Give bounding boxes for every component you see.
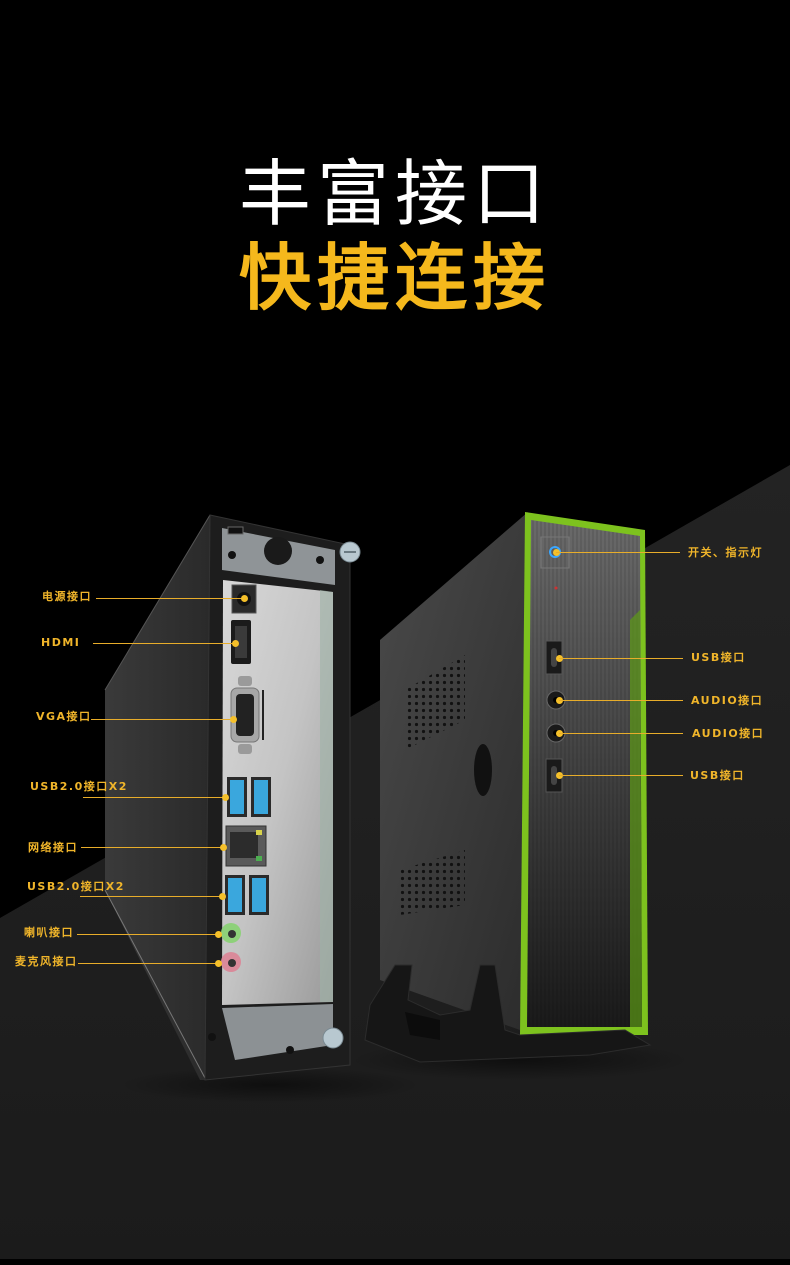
marker-dot — [220, 844, 227, 851]
label-ethernet: 网络接口 — [28, 841, 78, 854]
headline-accent: 快捷连接 — [238, 236, 551, 320]
leader-line — [80, 896, 222, 897]
label-power-button: 开关、指示灯 — [688, 546, 763, 559]
leader-line — [96, 598, 244, 599]
label-usb-lower: USB2.0接口X2 — [27, 880, 125, 893]
leader-line — [559, 658, 683, 659]
marker-dot — [230, 716, 237, 723]
headline-primary: 丰富接口 — [238, 152, 551, 236]
leader-line — [559, 775, 683, 776]
label-usb-c-upper: USB接口 — [691, 651, 746, 664]
marker-dot — [219, 893, 226, 900]
marker-dot — [222, 794, 229, 801]
leader-line — [559, 700, 683, 701]
label-speaker: 喇叭接口 — [24, 926, 74, 939]
rear-pc — [104, 514, 361, 1081]
leader-line — [78, 963, 218, 964]
label-microphone: 麦克风接口 — [15, 955, 78, 968]
label-dc-power: 电源接口 — [42, 590, 92, 603]
marker-dot — [215, 960, 222, 967]
label-hdmi: HDMI — [41, 636, 81, 649]
label-audio-mic: AUDIO接口 — [692, 727, 765, 740]
label-usb-upper: USB2.0接口X2 — [30, 780, 128, 793]
label-audio-headphone: AUDIO接口 — [691, 694, 764, 707]
leader-line — [556, 552, 680, 553]
label-usb-c-lower: USB接口 — [690, 769, 745, 782]
leader-line — [83, 797, 225, 798]
leader-line — [93, 643, 235, 644]
leader-line — [81, 847, 223, 848]
marker-dot — [215, 931, 222, 938]
marker-dot — [241, 595, 248, 602]
leader-line — [559, 733, 683, 734]
leader-line — [91, 719, 233, 720]
leader-line — [77, 934, 218, 935]
front-pc — [364, 512, 652, 1063]
marker-dot — [232, 640, 239, 647]
label-vga: VGA接口 — [36, 710, 92, 723]
